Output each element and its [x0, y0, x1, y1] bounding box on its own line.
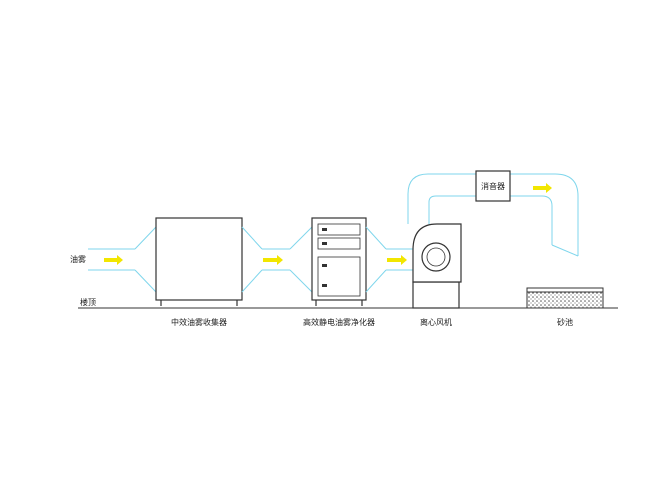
centrifugal-fan [412, 223, 462, 309]
label-silencer: 消音器 [481, 181, 505, 191]
flow-arrow-icon [104, 255, 123, 265]
collector-unit [155, 217, 243, 306]
label-fan: 离心风机 [420, 317, 452, 327]
connector-duct-1 [241, 226, 313, 293]
label-roof: 楼顶 [80, 297, 96, 307]
silencer-unit [475, 170, 511, 202]
flow-arrow-icon [263, 255, 283, 265]
flow-arrow-icon [387, 255, 407, 265]
flow-arrow-icon [533, 183, 552, 193]
label-purifier: 高效静电油雾净化器 [303, 317, 375, 327]
exhaust-duct [407, 173, 579, 257]
label-collector: 中效油雾收集器 [171, 317, 227, 327]
sand-pool [526, 287, 604, 309]
label-sand-pool: 砂池 [557, 317, 573, 327]
purifier-unit [311, 217, 367, 306]
inlet-duct [88, 226, 157, 293]
label-oil-mist: 油雾 [70, 254, 86, 264]
connector-duct-2 [365, 226, 416, 293]
